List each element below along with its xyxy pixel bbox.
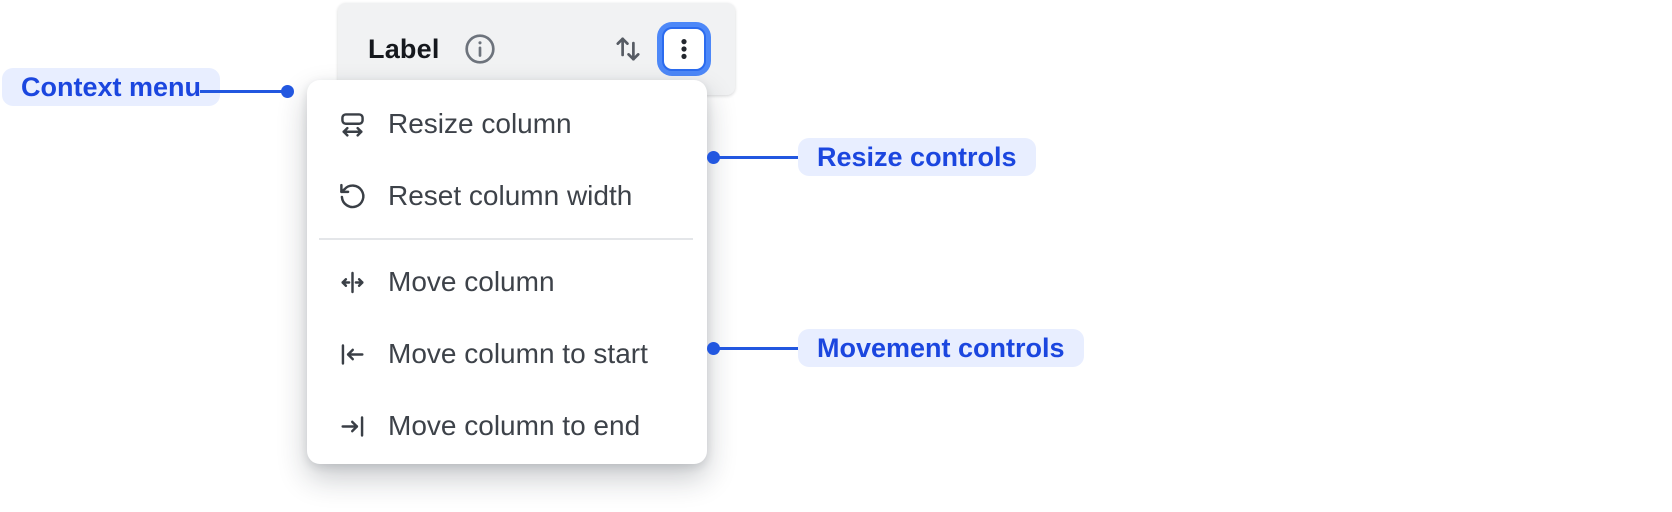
annotation-dot-resize-controls [706,150,720,164]
annotation-line-context-menu [200,89,282,93]
menu-item-move-column-to-end[interactable]: Move column to end [307,390,707,462]
sort-arrows-icon[interactable] [610,31,646,67]
menu-divider [319,238,693,240]
menu-item-label: Resize column [388,108,572,139]
menu-item-move-column-to-start[interactable]: Move column to start [307,318,707,390]
annotation-line-resize-controls [716,155,798,159]
menu-item-label: Move column to start [388,338,648,369]
column-context-menu: Resize column Reset column width Move co… [307,80,707,464]
menu-item-label: Move column [388,266,555,297]
annotation-context-menu: Context menu [2,68,221,106]
menu-item-reset-column-width[interactable]: Reset column width [307,160,707,232]
annotation-resize-controls: Resize controls [798,138,1036,176]
reset-column-width-icon [337,181,368,212]
move-column-icon [337,267,368,298]
annotation-line-movement-controls [716,346,798,350]
annotation-movement-controls: Movement controls [798,329,1084,367]
info-icon[interactable] [462,31,498,67]
annotation-dot-movement-controls [706,341,720,355]
kebab-menu-icon [671,36,697,62]
column-title: Label [368,33,440,64]
menu-item-label: Reset column width [388,180,633,211]
column-header: Label [338,3,735,95]
column-menu-button[interactable] [662,27,706,71]
move-column-to-end-icon [337,411,368,442]
resize-column-icon [337,109,368,140]
menu-item-move-column[interactable]: Move column [307,246,707,318]
annotation-dot-context-menu [280,84,294,98]
move-column-to-start-icon [337,339,368,370]
menu-item-resize-column[interactable]: Resize column [307,88,707,160]
menu-item-label: Move column to end [388,410,641,441]
